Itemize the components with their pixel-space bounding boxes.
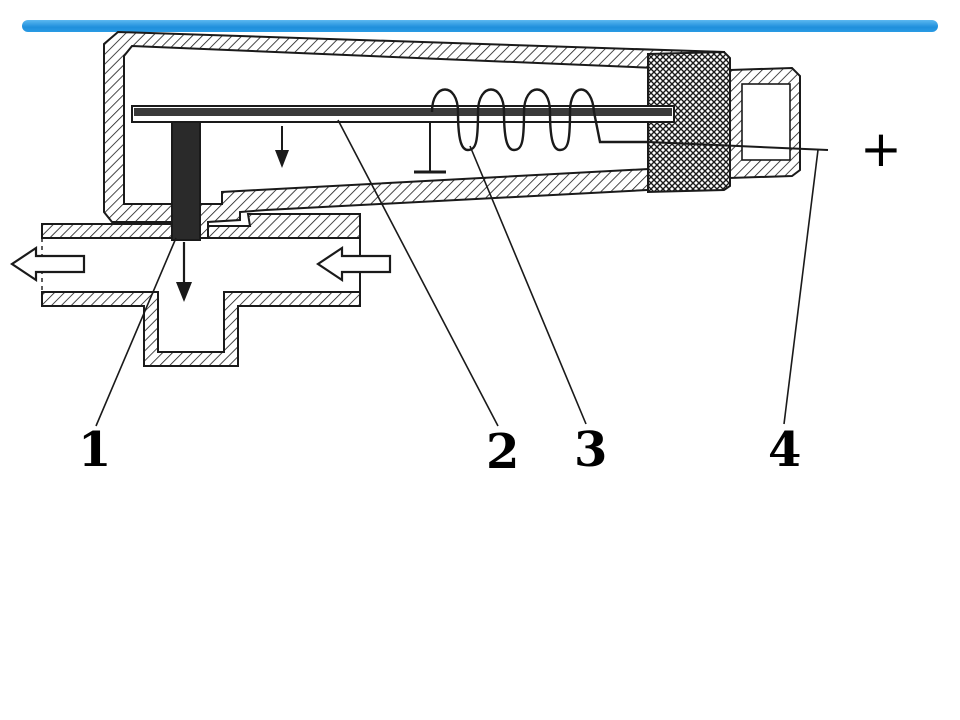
drain-arrow-icon — [176, 242, 192, 302]
outflow-arrow-icon — [10, 245, 86, 283]
callout-2: 2 — [486, 424, 519, 480]
bimetal-strip — [131, 105, 675, 123]
header-accent-bar — [22, 20, 938, 32]
heating-coil — [414, 88, 648, 174]
leader-lines — [95, 119, 819, 427]
callout-4: 4 — [768, 422, 801, 478]
deflection-arrow-icon — [275, 126, 289, 168]
callout-1: 1 — [78, 422, 111, 478]
insulator-plug — [647, 50, 731, 194]
terminal-plus-sign: + — [860, 120, 902, 178]
callout-3: 3 — [574, 422, 607, 478]
terminal-lead — [647, 141, 829, 151]
valve-stem — [171, 121, 201, 241]
terminal-sleeve — [729, 66, 801, 180]
inflow-arrow-icon — [316, 245, 392, 283]
